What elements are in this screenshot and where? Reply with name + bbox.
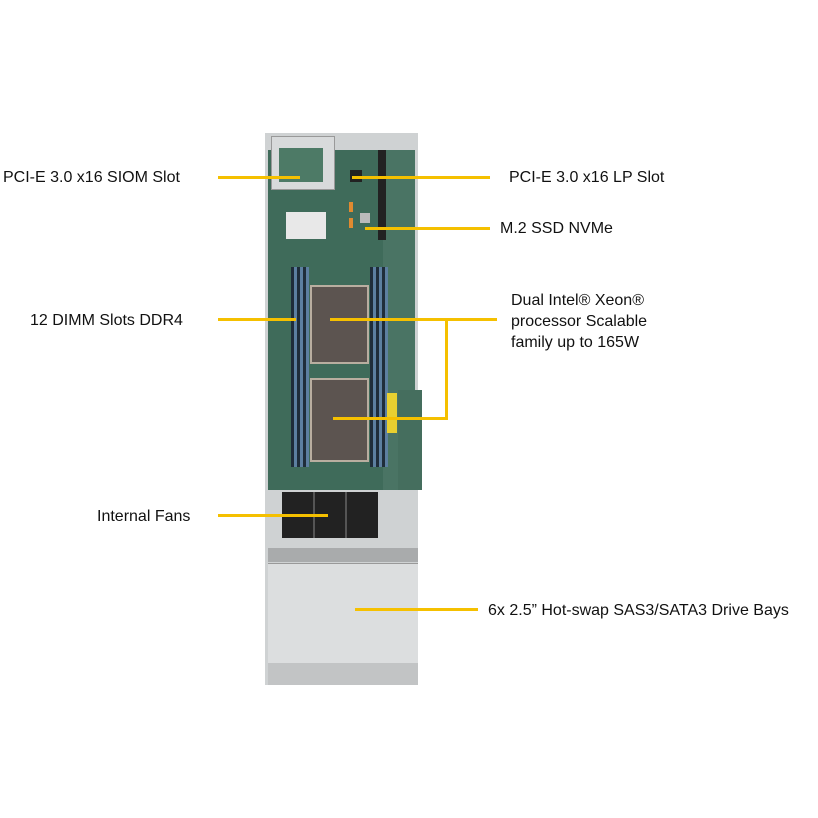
- callout-line-lp: [352, 176, 490, 179]
- callout-line-cpu-vertical: [445, 318, 448, 420]
- label-cpu: Dual Intel® Xeon® processor Scalable fam…: [511, 290, 647, 353]
- label-lp-slot: PCI-E 3.0 x16 LP Slot: [509, 169, 665, 186]
- label-m2: M.2 SSD NVMe: [500, 220, 613, 237]
- label-drives: 6x 2.5” Hot-swap SAS3/SATA3 Drive Bays: [488, 602, 789, 619]
- callout-line-siom: [218, 176, 300, 179]
- label-siom-slot: PCI-E 3.0 x16 SIOM Slot: [3, 169, 180, 186]
- label-fans: Internal Fans: [97, 508, 191, 525]
- callout-line-cpu2: [333, 417, 448, 420]
- label-cpu-line1: Dual Intel® Xeon®: [511, 292, 644, 309]
- callout-line-cpu1: [330, 318, 497, 321]
- callout-line-dimm: [218, 318, 296, 321]
- label-cpu-line2: processor Scalable: [511, 313, 648, 330]
- callout-line-fans: [218, 514, 328, 517]
- callout-line-drives: [355, 608, 478, 611]
- label-dimm: 12 DIMM Slots DDR4: [30, 312, 183, 329]
- label-cpu-line3: family up to 165W: [511, 334, 640, 351]
- callout-line-m2: [365, 227, 490, 230]
